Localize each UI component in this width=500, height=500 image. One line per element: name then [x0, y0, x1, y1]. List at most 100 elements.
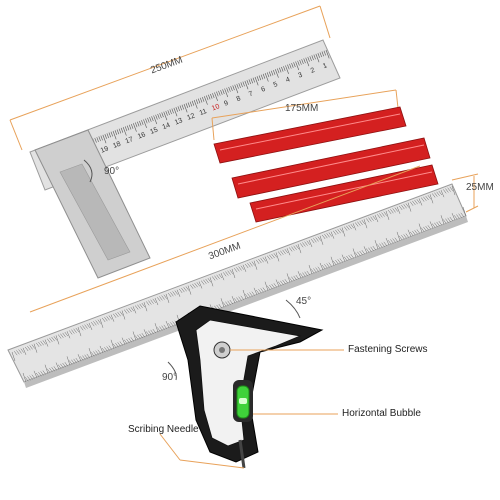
tick [216, 274, 220, 279]
tick [181, 104, 185, 110]
tick [410, 201, 414, 206]
square-dimension-line [9, 5, 321, 121]
tick [414, 230, 418, 235]
tick [284, 279, 288, 284]
tick [247, 263, 251, 268]
tick [232, 85, 235, 91]
tick [88, 322, 93, 331]
tick [445, 218, 449, 223]
tick [170, 322, 174, 327]
tick [145, 331, 150, 336]
tick [307, 56, 310, 62]
tick [201, 96, 205, 102]
pencil-dimension-line [211, 89, 397, 119]
tick [337, 229, 341, 234]
tick [282, 279, 286, 285]
tick [132, 331, 137, 341]
tick [128, 307, 132, 313]
fastening-screws-label: Fastening Screws [348, 344, 428, 355]
tick [264, 281, 269, 291]
tick [260, 74, 264, 80]
tick [394, 237, 398, 242]
tick [218, 303, 223, 309]
tick [317, 236, 321, 241]
steel-rule-ticks [11, 185, 467, 383]
tick [55, 335, 60, 345]
tick [47, 368, 51, 374]
tick [167, 292, 172, 298]
tick [372, 215, 376, 221]
tick [222, 272, 227, 277]
tick [62, 332, 66, 338]
tick [359, 250, 363, 256]
tick [51, 336, 55, 342]
tick [185, 103, 189, 109]
square-ruler-number: 8 [236, 95, 242, 103]
tick [377, 214, 381, 219]
tick [458, 213, 462, 218]
tick [150, 329, 154, 335]
tick [220, 273, 225, 281]
tick [394, 207, 398, 212]
tick [258, 289, 262, 294]
tick [73, 328, 77, 333]
tick [291, 246, 295, 251]
tick [352, 223, 357, 231]
tick [260, 258, 264, 263]
tick [272, 69, 276, 75]
tick [141, 302, 146, 308]
tick [128, 338, 132, 343]
tick [303, 58, 306, 64]
tick [121, 337, 126, 345]
tick [167, 323, 172, 328]
tick [108, 132, 112, 138]
steel-rule [7, 165, 479, 388]
tick [348, 224, 352, 230]
tick [68, 330, 73, 335]
tick [225, 271, 229, 276]
tick [244, 294, 249, 299]
tick [153, 115, 158, 125]
tick [137, 304, 141, 309]
tick [106, 316, 110, 321]
tick [443, 219, 447, 224]
tick [112, 130, 117, 140]
tick [456, 214, 460, 219]
tick [151, 116, 154, 122]
tick [16, 350, 20, 355]
carpenter-pencils [211, 89, 439, 223]
tick [344, 256, 348, 261]
tick [121, 310, 126, 320]
tick [270, 70, 274, 76]
steel-rule-shade [24, 216, 468, 388]
tick [139, 120, 142, 126]
tick [95, 320, 99, 325]
tick [214, 275, 218, 280]
scribing-needle-label: Scribing Needle [128, 424, 199, 435]
tick [399, 235, 403, 241]
pencil-2 [231, 137, 431, 199]
tick [88, 348, 93, 358]
tick [324, 264, 328, 269]
tick [71, 359, 75, 364]
tick [251, 291, 256, 296]
tick [203, 279, 207, 284]
pencil-1 [213, 106, 407, 164]
tick [346, 255, 350, 261]
tick [311, 269, 315, 274]
tick [143, 329, 148, 337]
tick [293, 275, 297, 281]
tick [159, 326, 163, 331]
tick [222, 302, 227, 307]
tick [352, 248, 357, 258]
tick [148, 330, 152, 335]
tick [403, 234, 407, 239]
tick [368, 217, 372, 222]
tick [66, 331, 71, 339]
tick [280, 250, 284, 255]
tick [13, 351, 18, 356]
tick [115, 342, 119, 348]
tick [119, 311, 124, 316]
tick [264, 73, 269, 82]
